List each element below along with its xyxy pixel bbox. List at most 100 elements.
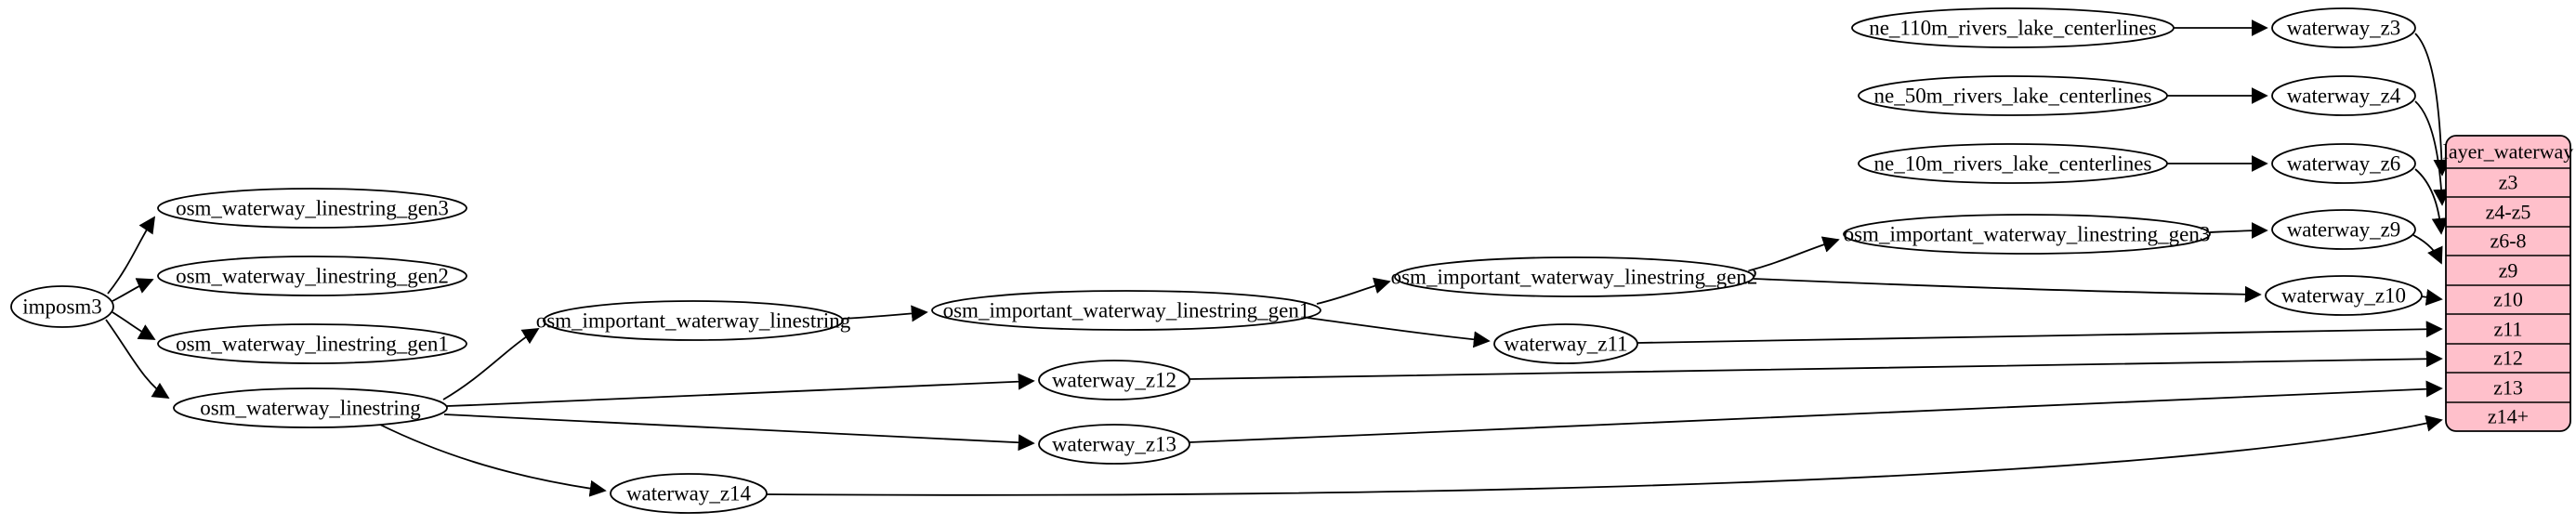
node-osm_important_waterway_linestring_gen2: osm_important_waterway_linestring_gen2: [1391, 256, 1758, 297]
record-row-z10: z10: [2493, 288, 2523, 311]
node-osm_waterway_linestring_gen2-shape: [157, 256, 467, 296]
record-row-z11: z11: [2494, 318, 2523, 341]
edge-waterway_z3-layer_waterway-z3: [2414, 33, 2451, 177]
node-ne_110m_rivers_lake_centerlines-label: ne_110m_rivers_lake_centerlines: [1869, 17, 2157, 40]
edge-osm_waterway_linestring-osm_important_waterway_linestring: [442, 328, 540, 400]
node-osm_important_waterway_linestring_gen3-shape: [1843, 214, 2211, 255]
edge-imposm3-osm_waterway_linestring_gen2: [112, 278, 154, 302]
edge-gen3-waterway_z9: [2209, 222, 2268, 240]
node-waterway_z11-label: waterway_z11: [1504, 333, 1627, 356]
node-ne_50m_rivers_lake_centerlines-label: ne_50m_rivers_lake_centerlines: [1874, 85, 2152, 108]
node-osm_important_waterway_linestring_gen1: osm_important_waterway_linestring_gen1: [931, 290, 1321, 331]
edge-waterway_z12-layer_waterway-z12: [1189, 350, 2443, 380]
node-osm_waterway_linestring-label: osm_waterway_linestring: [200, 397, 421, 420]
record-row-z13: z13: [2493, 376, 2523, 400]
edge-waterway_z6-layer_waterway-z6-8: [2414, 168, 2449, 235]
edge-osm_important_waterway_linestring-gen1: [842, 305, 928, 322]
node-osm_waterway_linestring: osm_waterway_linestring: [173, 387, 448, 428]
node-waterway_z12: waterway_z12: [1038, 360, 1190, 400]
edge-gen1-waterway_z11: [1307, 317, 1491, 348]
node-ne_50m_rivers_lake_centerlines-shape: [1858, 75, 2168, 116]
edge-gen1-gen2: [1316, 277, 1391, 305]
node-osm_waterway_linestring_gen2-label: osm_waterway_linestring_gen2: [176, 265, 449, 288]
node-waterway_z12-shape: [1038, 360, 1190, 400]
node-osm_important_waterway_linestring_gen3: osm_important_waterway_linestring_gen3: [1843, 214, 2211, 255]
node-waterway_z13-shape: [1038, 424, 1190, 465]
node-osm_waterway_linestring_gen1-shape: [157, 323, 467, 364]
node-osm_waterway_linestring_gen1-label: osm_waterway_linestring_gen1: [176, 333, 449, 356]
edge-waterway_z14-layer_waterway-z14plus: [766, 414, 2443, 496]
node-waterway_z4-label: waterway_z4: [2287, 85, 2401, 108]
node-osm_waterway_linestring_gen3-shape: [157, 188, 467, 229]
record-row-z12: z12: [2493, 347, 2523, 370]
node-osm_waterway_linestring_gen3-label: osm_waterway_linestring_gen3: [176, 197, 449, 220]
node-osm_waterway_linestring_gen3: osm_waterway_linestring_gen3: [157, 188, 467, 229]
edge-osm_waterway_linestring-waterway_z14: [377, 423, 607, 497]
node-ne_10m_rivers_lake_centerlines-shape: [1858, 143, 2168, 184]
node-ne_10m_rivers_lake_centerlines-label: ne_10m_rivers_lake_centerlines: [1874, 152, 2152, 176]
node-waterway_z13-label: waterway_z13: [1052, 433, 1176, 456]
node-osm_important_waterway_linestring_gen3-label: osm_important_waterway_linestring_gen3: [1844, 223, 2211, 246]
edges-layer: [105, 20, 2451, 497]
node-osm_important_waterway_linestring_gen1-shape: [931, 290, 1321, 331]
record-layer_waterway: layer_waterway z3 z4-z5 z6-8 z9 z10 z11 …: [2443, 135, 2573, 432]
node-osm_important_waterway_linestring-label: osm_important_waterway_linestring: [536, 309, 851, 333]
edge-imposm3-osm_waterway_linestring: [105, 319, 170, 399]
record-row-z6-8: z6-8: [2490, 230, 2526, 253]
node-osm_important_waterway_linestring-shape: [543, 300, 844, 341]
node-waterway_z4: waterway_z4: [2271, 75, 2416, 116]
node-waterway_z3-shape: [2271, 7, 2416, 48]
node-ne_110m_rivers_lake_centerlines-shape: [1851, 7, 2175, 48]
edge-imposm3-osm_waterway_linestring_gen3: [107, 216, 155, 295]
node-waterway_z12-label: waterway_z12: [1052, 369, 1176, 392]
node-imposm3-label: imposm3: [22, 295, 102, 319]
edge-imposm3-osm_waterway_linestring_gen1: [112, 311, 156, 340]
node-waterway_z11-shape: [1493, 323, 1638, 364]
node-osm_important_waterway_linestring: osm_important_waterway_linestring: [536, 300, 851, 341]
node-osm_important_waterway_linestring_gen2-label: osm_important_waterway_linestring_gen2: [1391, 266, 1758, 289]
node-waterway_z9: waterway_z9: [2271, 209, 2416, 250]
edge-osm_waterway_linestring-waterway_z12: [446, 373, 1035, 407]
node-osm_waterway_linestring_gen2: osm_waterway_linestring_gen2: [157, 256, 467, 296]
node-waterway_z6: waterway_z6: [2271, 143, 2416, 184]
node-ne_110m_rivers_lake_centerlines: ne_110m_rivers_lake_centerlines: [1851, 7, 2175, 48]
record-row-z3: z3: [2499, 171, 2518, 194]
node-imposm3: imposm3: [10, 285, 114, 328]
record-row-z14plus: z14+: [2488, 405, 2529, 428]
edge-gen2-gen3: [1749, 236, 1840, 271]
node-waterway_z9-label: waterway_z9: [2287, 218, 2401, 242]
node-waterway_z11: waterway_z11: [1493, 323, 1638, 364]
node-waterway_z13: waterway_z13: [1038, 424, 1190, 465]
node-osm_important_waterway_linestring_gen1-label: osm_important_waterway_linestring_gen1: [943, 299, 1310, 322]
node-waterway_z10: waterway_z10: [2265, 275, 2423, 316]
node-waterway_z9-shape: [2271, 209, 2416, 250]
node-waterway_z3: waterway_z3: [2271, 7, 2416, 48]
node-waterway_z10-label: waterway_z10: [2281, 284, 2406, 308]
node-waterway_z10-shape: [2265, 275, 2423, 316]
edge-gen2-waterway_z10: [1753, 278, 2262, 303]
node-waterway_z14-shape: [610, 473, 768, 514]
node-waterway_z6-label: waterway_z6: [2287, 152, 2401, 176]
node-ne_10m_rivers_lake_centerlines: ne_10m_rivers_lake_centerlines: [1858, 143, 2168, 184]
edge-waterway_z4-layer_waterway-z4-z5: [2414, 100, 2451, 206]
edge-waterway_z11-layer_waterway-z11: [1636, 321, 2443, 344]
node-waterway_z4-shape: [2271, 75, 2416, 116]
node-waterway_z6-shape: [2271, 143, 2416, 184]
node-waterway_z14-label: waterway_z14: [626, 482, 752, 505]
node-osm_waterway_linestring-shape: [173, 387, 448, 428]
record-row-z9: z9: [2499, 259, 2518, 282]
edge-waterway_z13-layer_waterway-z13: [1189, 380, 2443, 443]
edge-waterway_z9-layer_waterway-z9: [2412, 234, 2443, 265]
record-title: layer_waterway: [2443, 140, 2573, 164]
node-osm_important_waterway_linestring_gen2-shape: [1394, 256, 1755, 297]
record-layer_waterway-shape: [2445, 135, 2571, 432]
record-row-z4-z5: z4-z5: [2486, 201, 2531, 224]
edge-osm_waterway_linestring-waterway_z13: [443, 413, 1035, 452]
node-ne_50m_rivers_lake_centerlines: ne_50m_rivers_lake_centerlines: [1858, 75, 2168, 116]
node-waterway_z3-label: waterway_z3: [2287, 17, 2401, 40]
node-imposm3-shape: [10, 285, 114, 328]
edge-waterway_z10-layer_waterway-z10: [2420, 289, 2443, 306]
node-waterway_z14: waterway_z14: [610, 473, 768, 514]
